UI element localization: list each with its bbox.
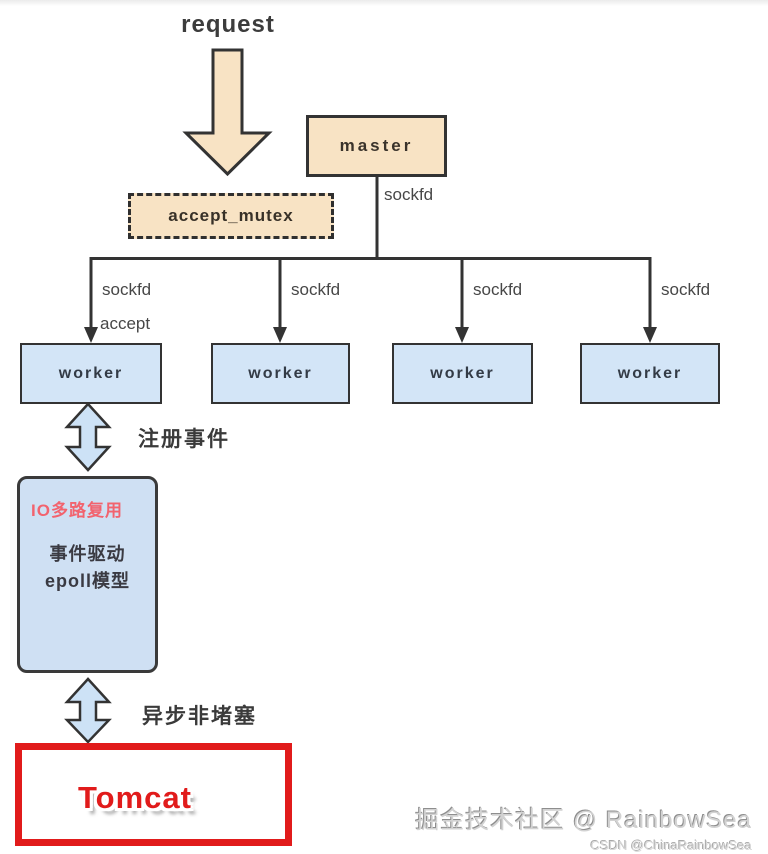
accept-mutex-label: accept_mutex [168, 206, 294, 225]
worker-box: worker [580, 343, 720, 404]
io-multiplexing-box: IO多路复用 事件驱动 epoll模型 [17, 476, 158, 673]
master-label: master [339, 136, 414, 155]
worker-label: worker [248, 364, 313, 382]
tomcat-label: Tomcat [78, 780, 192, 815]
branch-arrowhead-icon [455, 327, 469, 343]
sockfd-label: sockfd [473, 280, 523, 299]
watermark-csdn-text: CSDN @ChinaRainbowSea [590, 838, 752, 853]
branch-arrowhead-icon [84, 327, 98, 343]
worker-box: worker [20, 343, 162, 404]
sockfd-label-master: sockfd [384, 185, 434, 204]
epoll-model-line1: 事件驱动 [49, 544, 126, 564]
accept-label: accept [100, 314, 151, 333]
worker-box: worker [211, 343, 350, 404]
watermark: 掘金技术社区 @ RainbowSea CSDN @ChinaRainbowSe… [415, 800, 752, 853]
branch-arrowhead-icon [273, 327, 287, 343]
double-arrow-icon [64, 402, 112, 472]
double-arrow-icon [64, 677, 112, 744]
worker-label: worker [430, 364, 495, 382]
sockfd-label: sockfd [291, 280, 341, 299]
accept-mutex-box: accept_mutex [128, 193, 334, 239]
async-nonblocking-label: 异步非堵塞 [142, 705, 257, 728]
epoll-model-line2: epoll模型 [44, 571, 130, 591]
worker-box: worker [392, 343, 533, 404]
request-label: request [181, 11, 275, 38]
io-multiplexing-title: IO多路复用 [31, 501, 123, 520]
sockfd-label: sockfd [102, 280, 152, 299]
worker-label: worker [617, 364, 683, 382]
worker-label: worker [58, 364, 124, 382]
epoll-model-text: 事件驱动 epoll模型 [20, 541, 155, 595]
branch-arrowhead-icon [643, 327, 657, 343]
register-event-label: 注册事件 [138, 428, 230, 451]
master-box: master [306, 115, 447, 177]
request-down-arrow-icon [182, 48, 273, 177]
sockfd-label: sockfd [661, 280, 711, 299]
tomcat-box: Tomcat [15, 743, 292, 846]
watermark-community-text: 掘金技术社区 @ RainbowSea [415, 807, 752, 834]
